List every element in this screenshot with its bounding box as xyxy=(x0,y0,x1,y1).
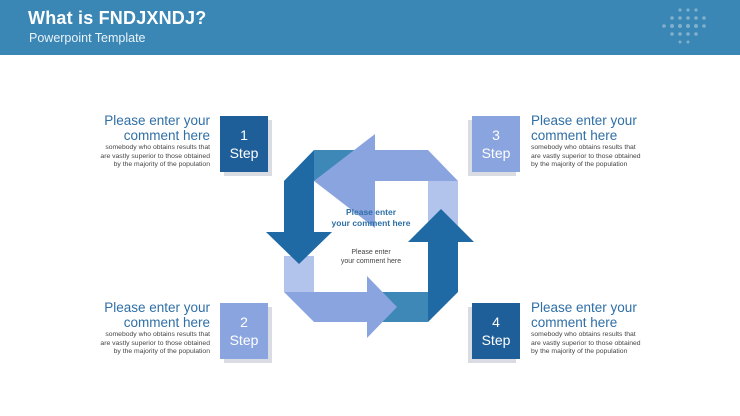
step-3-description: somebody who obtains results that are va… xyxy=(531,144,641,168)
step-4-description: somebody who obtains results that are va… xyxy=(531,331,641,355)
step-4-box: 4 Step xyxy=(472,303,520,359)
step-3-box: 3 Step xyxy=(472,116,520,172)
step-1-label: Step xyxy=(229,145,259,161)
arrow-left-down xyxy=(266,150,332,264)
page-subtitle: Powerpoint Template xyxy=(29,31,146,45)
step-1-description: somebody who obtains results that are va… xyxy=(100,144,210,168)
arrow-top-left xyxy=(314,134,458,228)
step-4-heading: Please enter your comment here xyxy=(531,300,637,330)
step-4-number: 4 xyxy=(492,314,500,330)
step-4-label: Step xyxy=(481,332,511,348)
step-2-label: Step xyxy=(229,332,259,348)
arrow-right-up xyxy=(408,209,474,322)
step-2-box: 2 Step xyxy=(220,303,268,359)
step-3-number: 3 xyxy=(492,127,500,143)
step-3-heading: Please enter your comment here xyxy=(531,113,637,143)
center-title: Please enter your comment here xyxy=(331,207,411,228)
step-1-box: 1 Step xyxy=(220,116,268,172)
page-title: What is FNDJXNDJ? xyxy=(28,8,207,28)
decorative-dots-icon xyxy=(662,8,706,44)
center-text: Please enter your comment here xyxy=(340,249,402,265)
connector-left-pale xyxy=(284,256,314,292)
step-3-label: Step xyxy=(481,145,511,161)
step-2-number: 2 xyxy=(240,314,248,330)
header-banner: What is FNDJXNDJ? Powerpoint Template xyxy=(0,0,740,55)
step-2-description: somebody who obtains results that are va… xyxy=(100,331,210,355)
step-1-heading: Please enter your comment here xyxy=(104,113,210,143)
arrow-bottom-right xyxy=(284,276,397,338)
step-2-heading: Please enter your comment here xyxy=(104,300,210,330)
step-1-number: 1 xyxy=(240,127,248,143)
